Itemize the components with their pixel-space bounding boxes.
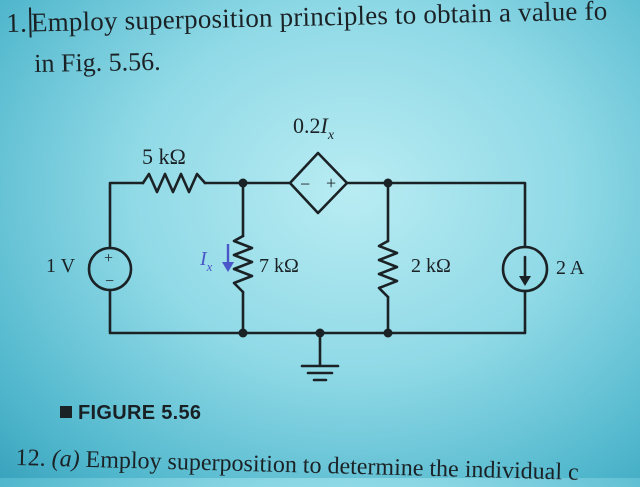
dependent-source-label: 0.2Ix <box>293 113 335 143</box>
circuit-wires <box>108 181 527 367</box>
next-problem-part: (a) <box>51 445 80 473</box>
node-junction <box>315 328 325 338</box>
node-junction <box>238 178 248 188</box>
next-problem-number: 12. <box>15 445 46 472</box>
caption-marker-icon <box>60 406 72 418</box>
current-source-label: 2 A <box>556 257 585 279</box>
figure-caption: FIGURE 5.56 <box>60 402 201 425</box>
resistor-2k-label: 2 kΩ <box>411 255 451 277</box>
node-junction <box>383 178 393 188</box>
resistor-7k-label: 7 kΩ <box>259 255 299 277</box>
dependent-voltage-source: − + <box>288 151 349 215</box>
resistor-5k <box>141 172 207 194</box>
dependent-source-plus: + <box>326 173 336 193</box>
voltage-source-plus: + <box>104 250 113 267</box>
voltage-source-minus: − <box>105 273 114 290</box>
resistor-5k-label: 5 kΩ <box>142 144 186 169</box>
resistor-2k <box>377 239 399 299</box>
node-junction <box>238 328 248 338</box>
voltage-source-label: 1 V <box>46 255 76 277</box>
dependent-source-minus: − <box>300 174 310 194</box>
current-source-2a <box>501 245 549 293</box>
voltage-source-1v: + − <box>87 246 133 292</box>
resistor-7k <box>232 234 254 294</box>
figure-caption-text: FIGURE 5.56 <box>78 402 202 424</box>
current-ix-arrow-icon <box>222 244 234 272</box>
current-ix-label: Ix <box>199 248 213 274</box>
ground-icon <box>300 364 340 382</box>
node-junction <box>383 328 393 338</box>
